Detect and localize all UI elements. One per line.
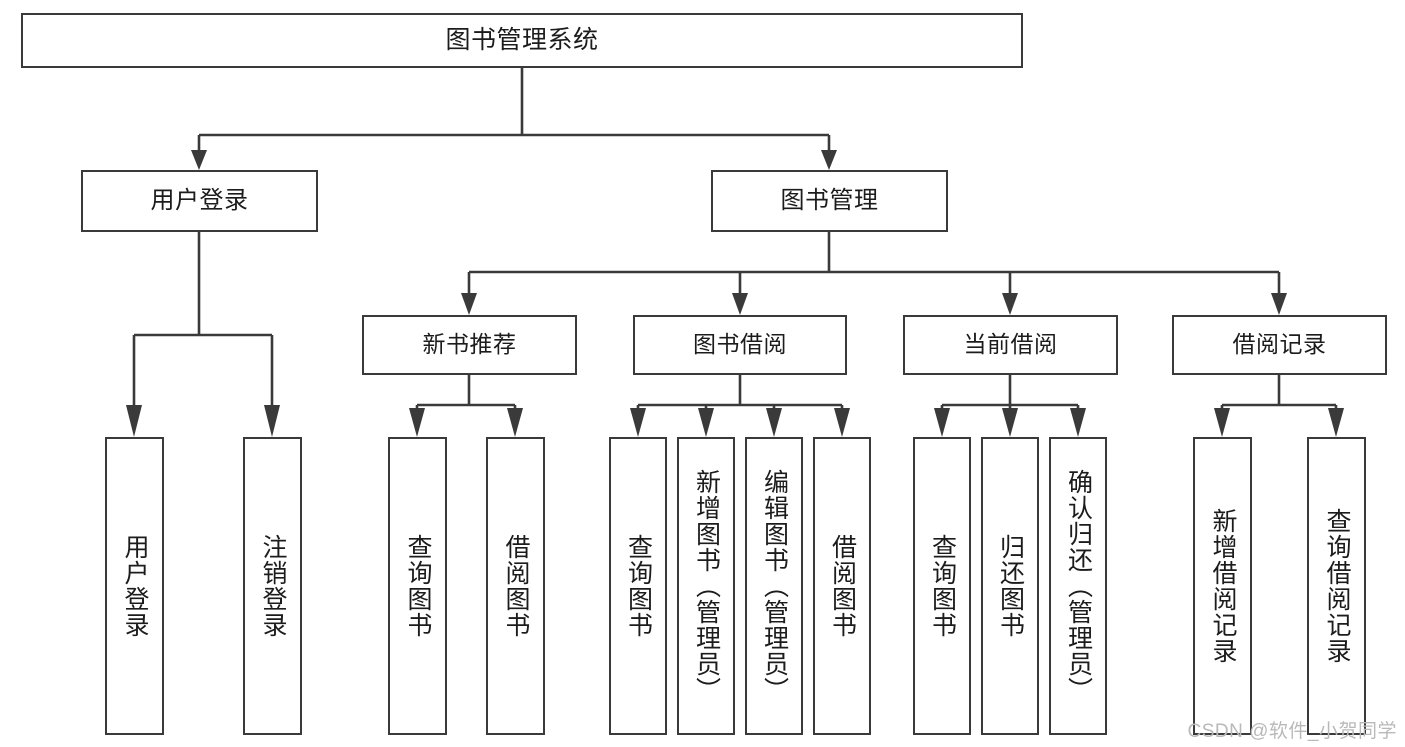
- arrow-book-mgmt-c3: [1002, 293, 1018, 315]
- arrow-borrow-l3: [766, 408, 782, 437]
- node-root-label: 图书管理系统: [445, 25, 599, 54]
- arrow-root-to-user-login: [191, 150, 207, 170]
- leaf-add-borrow-record-label: 新增借阅记录: [1209, 508, 1237, 664]
- leaf-borrow-book-label: 借阅图书: [828, 534, 857, 638]
- arrow-book-mgmt-c1: [461, 293, 477, 315]
- arrow-newbook-l1: [409, 408, 425, 437]
- leaf-user-login-label: 用户登录: [121, 534, 149, 638]
- arrow-root-to-book-mgmt: [821, 150, 837, 170]
- node-root[interactable]: 图书管理系统: [21, 13, 1023, 68]
- leaf-query-book-newbook[interactable]: 查询图书: [388, 437, 447, 735]
- arrow-record-l1: [1214, 408, 1230, 437]
- node-current-borrow-label: 当前借阅: [963, 331, 1058, 358]
- leaf-query-book-newbook-label: 查询图书: [404, 534, 432, 638]
- arrow-user-login-leaf2: [264, 405, 280, 437]
- node-current-borrow[interactable]: 当前借阅: [903, 315, 1118, 375]
- node-new-book-recommend-label: 新书推荐: [422, 331, 517, 358]
- leaf-add-borrow-record[interactable]: 新增借阅记录: [1193, 437, 1252, 735]
- node-borrow-record[interactable]: 借阅记录: [1172, 315, 1387, 375]
- arrow-borrow-l2: [698, 408, 714, 437]
- leaf-edit-book-admin-label: 编辑图书（管理员）: [760, 469, 789, 703]
- arrow-newbook-l2: [507, 408, 523, 437]
- leaf-return-book-label: 归还图书: [996, 534, 1025, 638]
- node-book-borrow-label: 图书借阅: [693, 331, 787, 358]
- leaf-confirm-return-admin[interactable]: 确认归还（管理员）: [1049, 437, 1107, 735]
- arrow-borrow-l1: [630, 408, 646, 437]
- leaf-confirm-return-admin-label: 确认归还（管理员）: [1064, 469, 1093, 703]
- node-book-borrow[interactable]: 图书借阅: [633, 315, 847, 375]
- leaf-query-borrow-record[interactable]: 查询借阅记录: [1307, 437, 1366, 735]
- leaf-add-book-admin-label: 新增图书（管理员）: [692, 469, 721, 703]
- arrow-current-l2: [1002, 408, 1018, 437]
- arrow-current-l1: [934, 408, 950, 437]
- leaf-borrow-book-newbook-label: 借阅图书: [502, 534, 530, 638]
- leaf-query-book-borrow[interactable]: 查询图书: [609, 437, 667, 735]
- leaf-edit-book-admin[interactable]: 编辑图书（管理员）: [745, 437, 803, 735]
- arrow-book-mgmt-c4: [1271, 293, 1287, 315]
- node-new-book-recommend[interactable]: 新书推荐: [362, 315, 577, 375]
- node-user-login-label: 用户登录: [150, 186, 249, 214]
- arrow-book-mgmt-c2: [732, 293, 748, 315]
- node-book-management-label: 图书管理: [780, 186, 879, 214]
- node-user-login[interactable]: 用户登录: [81, 170, 318, 232]
- leaf-borrow-book-newbook[interactable]: 借阅图书: [486, 437, 545, 735]
- leaf-query-book-borrow-label: 查询图书: [624, 534, 653, 638]
- leaf-add-book-admin[interactable]: 新增图书（管理员）: [677, 437, 735, 735]
- leaf-query-borrow-record-label: 查询借阅记录: [1323, 508, 1351, 664]
- arrow-current-l3: [1070, 408, 1086, 437]
- node-book-management[interactable]: 图书管理: [711, 170, 948, 232]
- watermark: CSDN @软件_小贺同学: [1187, 721, 1397, 742]
- arrow-user-login-leaf1: [126, 405, 142, 437]
- node-borrow-record-label: 借阅记录: [1232, 331, 1327, 358]
- leaf-borrow-book[interactable]: 借阅图书: [813, 437, 871, 735]
- leaf-logout[interactable]: 注销登录: [243, 437, 302, 735]
- leaf-user-login[interactable]: 用户登录: [105, 437, 164, 735]
- leaf-query-book-current[interactable]: 查询图书: [913, 437, 971, 735]
- arrow-borrow-l4: [834, 408, 850, 437]
- leaf-return-book[interactable]: 归还图书: [981, 437, 1039, 735]
- arrow-record-l2: [1328, 408, 1344, 437]
- leaf-query-book-current-label: 查询图书: [928, 534, 957, 638]
- leaf-logout-label: 注销登录: [259, 534, 287, 638]
